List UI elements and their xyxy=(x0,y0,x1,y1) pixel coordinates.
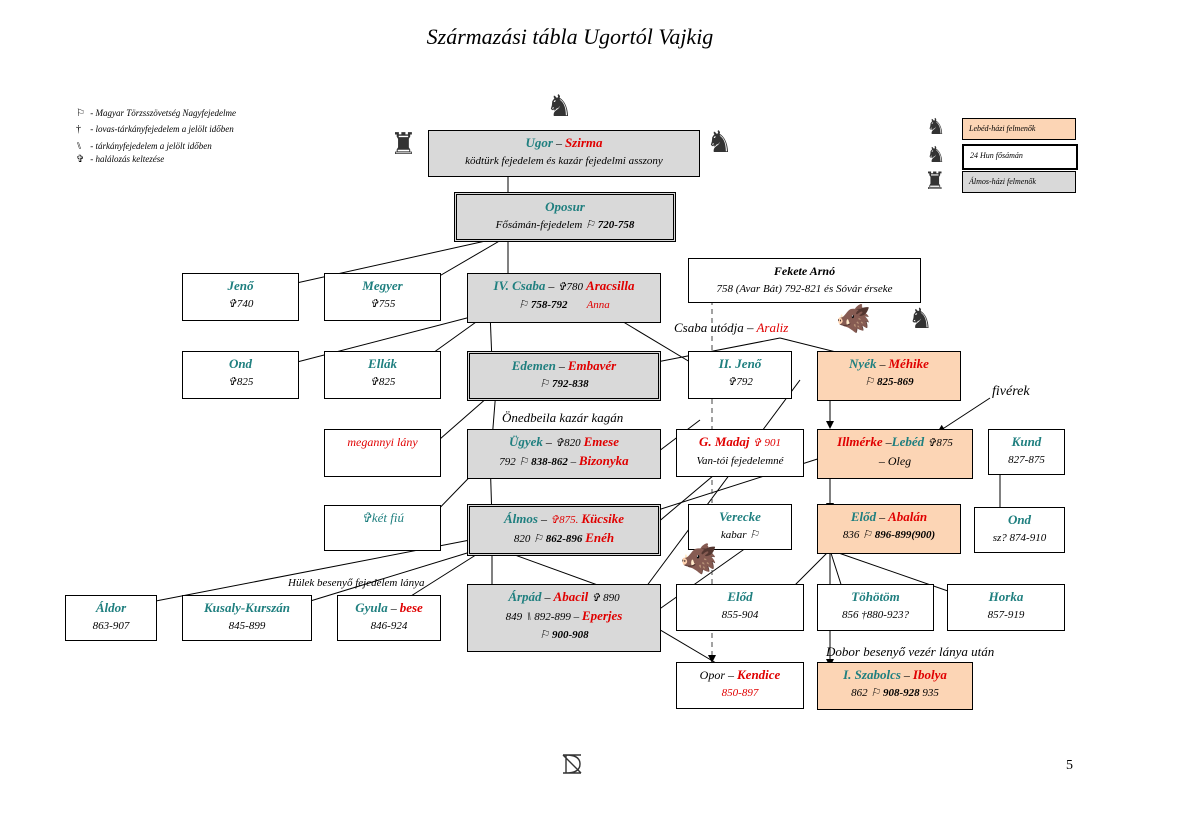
flag-icon: ⚐ xyxy=(749,529,760,541)
box-ugor: Ugor – Szirma ködtürk fejedelem és kazár… xyxy=(428,130,700,177)
flag-icon: ⚐ xyxy=(585,219,595,231)
eagle-crest-icon: ♜ xyxy=(390,128,417,161)
tarkhan-icon: ⑊ xyxy=(76,141,82,152)
box-megyer: Megyer ✞755 xyxy=(324,273,441,321)
box-ond-ii: Ond sz? 874-910 xyxy=(974,507,1065,553)
horseman-icon: ♞ xyxy=(908,304,934,335)
box-tohotom: Töhötöm 856 †880-923? xyxy=(817,584,934,631)
tarkhan-icon: ⑊ xyxy=(524,611,532,623)
box-elod-abalan: Előd – Abalán 836 ⚐ 896-899(900) xyxy=(817,504,961,554)
legend-hun-shaman: 24 Hun fősámán xyxy=(962,144,1078,170)
box-ellak: Ellák ✞825 xyxy=(324,351,441,399)
box-many-daughters: megannyi lány xyxy=(324,429,441,477)
box-nyek: Nyék – Méhike ⚐ 825-869 xyxy=(817,351,961,401)
monogram-icon xyxy=(562,754,582,774)
legend-item-mounted-tarkhan: † - lovas-tárkányfejedelem a jelölt időb… xyxy=(76,124,234,135)
box-jeno: Jenő ✞740 xyxy=(182,273,299,321)
box-illmerke: Illmérke –Lebéd ✞875 – Oleg xyxy=(817,429,973,479)
flag-icon: ⚐ xyxy=(76,108,85,119)
box-gyula: Gyula – bese 846-924 xyxy=(337,595,441,641)
horseman-icon: ♞ xyxy=(926,114,946,139)
flag-icon: ⚐ xyxy=(539,629,550,641)
flag-icon: ⚐ xyxy=(539,378,550,390)
lion-crest-icon: ♞ xyxy=(926,142,946,167)
box-edemen: Edemen – Embavér ⚐ 792-838 xyxy=(467,351,661,401)
legend-lebed-house: Lebéd-házi felmenők xyxy=(962,118,1076,140)
box-aldor: Áldor 863-907 xyxy=(65,595,157,641)
box-szabolcs: I. Szabolcs – Ibolya 862 ⚐ 908-928 935 xyxy=(817,662,973,710)
legend-item-death: ✞ - halálozás keltezése xyxy=(76,154,165,165)
dagger-icon: † xyxy=(76,124,81,135)
box-arpad: Árpád – Abacil ✞ 890 849 ⑊ 892-899 – Epe… xyxy=(467,584,661,652)
box-jeno-ii: II. Jenő ✞792 xyxy=(688,351,792,399)
flag-icon: ⚐ xyxy=(518,456,529,468)
box-opor: Opor – Kendice 850-897 xyxy=(676,662,804,709)
lion-crest-icon: ♞ xyxy=(706,126,733,159)
box-ond: Ond ✞825 xyxy=(182,351,299,399)
boar-icon: 🐗 xyxy=(836,304,871,335)
flag-icon: ⚐ xyxy=(862,529,872,541)
label-brothers: fivérek xyxy=(992,384,1030,399)
flag-icon: ⚐ xyxy=(864,376,875,388)
box-madaj: G. Madaj ✞ 901 Van-tói fejedelemné xyxy=(676,429,804,477)
box-oposur: Oposur Fősámán-fejedelem ⚐ 720-758 xyxy=(454,192,676,242)
box-csaba: IV. Csaba – ✞780 Aracsilla ⚐ 758-792 Ann… xyxy=(467,273,661,323)
box-ugyek: Ügyek – ✞820 Emese 792 ⚐ 838-862 – Bizon… xyxy=(467,429,661,479)
lion-crest-icon: ♞ xyxy=(546,90,573,123)
legend-almos-house: Álmos-házi felmenők xyxy=(962,171,1076,193)
label-pecheneg-daughter: Hülek besenyő fejedelem lánya xyxy=(288,577,425,589)
legend-item-grand-prince: ⚐ - Magyar Törzsszövetség Nagyfejedelme xyxy=(76,108,236,119)
flag-icon: ⚐ xyxy=(533,533,544,545)
label-khazar-khagan: Önedbeila kazár kagán xyxy=(502,410,624,425)
label-dobor-daughter: Dobor besenyő vezér lánya után xyxy=(826,644,995,659)
flag-icon: ⚐ xyxy=(518,299,529,311)
cross-icon: ✞ xyxy=(76,154,85,165)
box-kund: Kund 827-875 xyxy=(988,429,1065,475)
box-elod: Előd 855-904 xyxy=(676,584,804,631)
eagle-crest-icon: ♜ xyxy=(924,169,946,195)
page-number: 5 xyxy=(1066,758,1073,773)
boar-icon: 🐗 xyxy=(680,543,718,576)
box-horka: Horka 857-919 xyxy=(947,584,1065,631)
label-csaba-successor: Csaba utódja – Araliz xyxy=(674,320,789,335)
box-verecke: Verecke kabar ⚐ xyxy=(688,504,792,550)
box-kusaly-kurszan: Kusaly-Kurszán 845-899 xyxy=(182,595,312,641)
flag-icon: ⚐ xyxy=(870,687,881,699)
box-almos: Álmos – ✞875. Kücsike 820 ⚐ 862-896 Enéh xyxy=(467,504,661,556)
box-fekete-arno: Fekete Arnó 758 (Avar Bát) 792-821 és Só… xyxy=(688,258,921,303)
page-title: Származási tábla Ugortól Vajkig xyxy=(426,24,714,49)
box-two-sons: ✞két fiú xyxy=(324,505,441,551)
legend-item-tarkhan: ⑊ - tárkányfejedelem a jelölt időben xyxy=(76,141,212,152)
